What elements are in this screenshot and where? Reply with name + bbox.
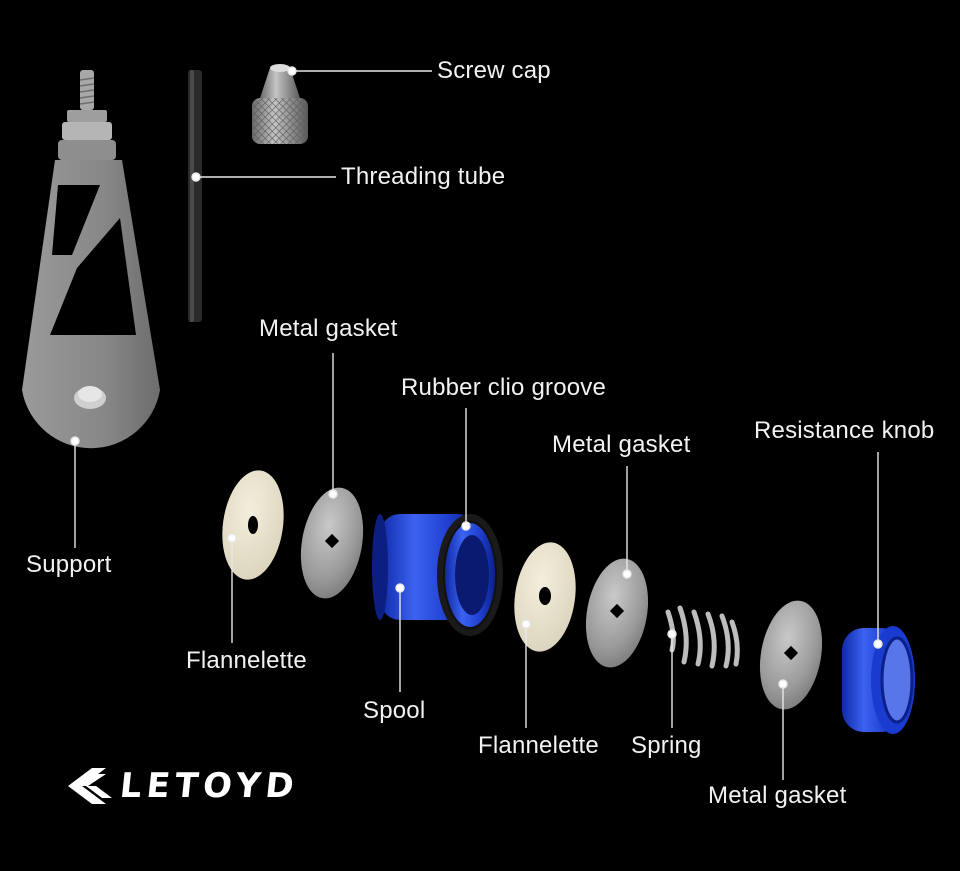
screw-cap xyxy=(252,64,308,144)
metal-gasket-disc-3 xyxy=(759,600,823,710)
label-spool: Spool xyxy=(363,697,426,724)
flannelette-disc-2 xyxy=(514,542,576,652)
resistance-knob xyxy=(842,626,915,734)
label-spring: Spring xyxy=(631,732,702,759)
label-support: Support xyxy=(26,551,112,578)
label-rubber-clio-groove: Rubber clio groove xyxy=(401,374,607,401)
label-flannelette-1: Flannelette xyxy=(186,647,307,674)
label-resistance-knob: Resistance knob xyxy=(754,417,935,444)
metal-gasket-disc-2 xyxy=(585,558,649,668)
label-flannelette-2: Flannelette xyxy=(478,732,599,759)
brand-logo: LETOYD xyxy=(66,766,301,806)
flannelette-disc-1 xyxy=(222,470,284,580)
threading-tube xyxy=(188,70,202,322)
spool xyxy=(372,514,503,636)
brand-emblem-icon xyxy=(68,768,112,804)
label-threading-tube: Threading tube xyxy=(341,163,506,190)
metal-gasket-disc-1 xyxy=(300,487,364,599)
label-metal-gasket-2: Metal gasket xyxy=(552,431,691,458)
leader-lines xyxy=(70,66,883,780)
spring xyxy=(665,605,740,669)
label-metal-gasket-3: Metal gasket xyxy=(708,782,847,809)
label-screw-cap: Screw cap xyxy=(437,57,551,84)
brand-name: LETOYD xyxy=(117,766,301,806)
support-bracket xyxy=(22,70,160,449)
label-metal-gasket-1: Metal gasket xyxy=(259,315,398,342)
